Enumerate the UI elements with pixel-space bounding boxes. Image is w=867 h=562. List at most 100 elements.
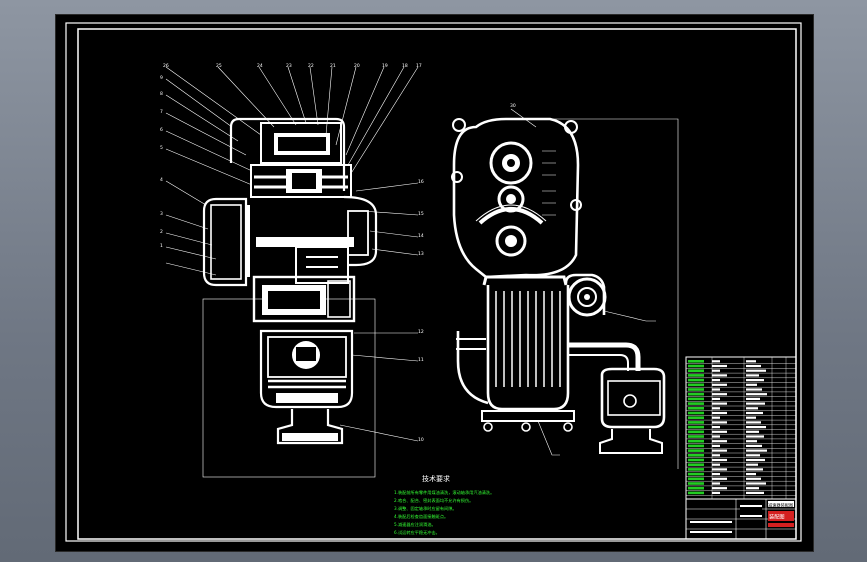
callout-label: 12 — [418, 329, 424, 335]
parts-row-material — [746, 449, 767, 452]
parts-row-material — [746, 468, 763, 471]
parts-row-material — [746, 430, 759, 433]
callout-label: 2 — [160, 229, 163, 235]
callout-label: 4 — [160, 177, 163, 183]
left-view-callouts: 26 25 24 23 22 21 20 19 18 17 16 15 14 1… — [160, 63, 424, 443]
left-section-view — [202, 117, 378, 478]
parts-row-material — [746, 407, 758, 410]
parts-row-code — [688, 378, 704, 382]
parts-row-code — [688, 482, 704, 485]
parts-row-code — [688, 402, 704, 405]
parts-row-code — [688, 421, 704, 424]
parts-row-code — [688, 468, 704, 471]
drawing-canvas[interactable]: 26 25 24 23 22 21 20 19 18 17 16 15 14 1… — [55, 14, 814, 552]
parts-row-code — [688, 416, 704, 419]
callout-label: 3 — [160, 211, 163, 217]
parts-row-code — [688, 477, 704, 481]
title-block: 装配图 减速器装配图 — [685, 498, 797, 540]
parts-row-code — [688, 458, 704, 462]
parts-row-material — [746, 454, 760, 457]
parts-row-code — [688, 491, 704, 495]
callout-label: 15 — [418, 211, 424, 217]
title-block-drawing-name: 减速器装配图 — [768, 501, 793, 508]
callout-label: 26 — [163, 63, 169, 69]
parts-row-name — [712, 458, 727, 462]
parts-row-material — [746, 360, 756, 363]
parts-row-name — [712, 402, 727, 405]
tech-requirement-line: 4.装配后检查齿面接触斑点。 — [394, 513, 448, 520]
parts-row-code — [688, 425, 704, 429]
parts-row-material — [746, 374, 759, 377]
callout-label: 1 — [160, 243, 163, 249]
callout-label-right: 30 — [510, 103, 516, 109]
parts-row-name — [712, 468, 727, 471]
tech-requirement-line: 1.装配前所有零件用煤油清洗，滚动轴承用汽油清洗。 — [394, 489, 494, 496]
parts-row-name — [712, 374, 727, 377]
parts-row-name — [712, 482, 720, 485]
title-block-stamp: 装配图 — [769, 513, 785, 521]
parts-row-name — [712, 416, 720, 419]
parts-row-name — [712, 411, 727, 415]
parts-row-name — [712, 360, 720, 363]
callout-label: 13 — [418, 251, 424, 257]
parts-row-code — [688, 397, 704, 401]
parts-row-name — [712, 440, 727, 443]
inner-border — [77, 28, 797, 540]
tech-requirement-line: 3.调整、固定轴承时应留有间隙。 — [394, 505, 457, 512]
parts-row-material — [746, 397, 760, 400]
parts-row-name — [712, 435, 720, 438]
parts-row-material — [746, 487, 759, 490]
parts-row-code — [688, 407, 704, 410]
parts-row-name — [712, 449, 727, 452]
callout-label: 25 — [216, 63, 222, 69]
parts-row-code — [688, 454, 704, 457]
parts-row-name — [712, 369, 720, 372]
callout-label: 17 — [416, 63, 422, 69]
parts-row-material — [746, 421, 761, 424]
parts-row-code — [688, 360, 704, 363]
parts-row-material — [746, 440, 757, 443]
parts-row-name — [712, 487, 727, 490]
parts-row-material — [746, 383, 757, 386]
parts-row-material — [746, 364, 761, 368]
parts-row-name — [712, 426, 720, 429]
callout-label: 21 — [330, 63, 336, 69]
callout-label: 23 — [286, 63, 292, 69]
parts-row-material — [746, 477, 761, 480]
parts-row-material — [746, 491, 764, 494]
parts-row-name — [712, 491, 720, 494]
parts-row-material — [746, 463, 758, 466]
parts-row-material — [746, 435, 764, 438]
parts-row-material — [746, 411, 763, 415]
callout-label: 6 — [160, 127, 163, 133]
parts-row-material — [746, 482, 766, 485]
parts-row-name — [712, 430, 727, 433]
parts-row-code — [688, 392, 704, 396]
callout-label: 7 — [160, 109, 163, 115]
parts-row-material — [746, 416, 756, 419]
parts-row-code — [688, 430, 704, 434]
callout-label: 20 — [354, 63, 360, 69]
tech-requirement-line: 2.啮合、配合、密封表面均不允许有损伤。 — [394, 497, 473, 504]
callout-label: 18 — [402, 63, 408, 69]
callout-label: 5 — [160, 145, 163, 151]
drawing-sheet: 26 25 24 23 22 21 20 19 18 17 16 15 14 1… — [65, 22, 802, 542]
parts-row-code — [688, 383, 704, 387]
parts-row-name — [712, 444, 720, 447]
callout-label: 8 — [160, 91, 163, 97]
parts-row-name — [712, 421, 727, 424]
parts-row-code — [688, 388, 704, 391]
parts-row-code — [688, 364, 704, 368]
parts-row-material — [746, 369, 766, 372]
parts-row-code — [688, 486, 704, 490]
parts-list-rows — [686, 357, 796, 499]
parts-row-material — [746, 426, 766, 429]
right-view-leaders — [510, 108, 656, 456]
parts-row-name — [712, 393, 727, 396]
parts-row-material — [746, 458, 765, 462]
parts-row-name — [712, 407, 720, 410]
parts-row-code — [688, 374, 704, 377]
parts-row-material — [746, 402, 765, 405]
parts-row-name — [712, 454, 720, 457]
